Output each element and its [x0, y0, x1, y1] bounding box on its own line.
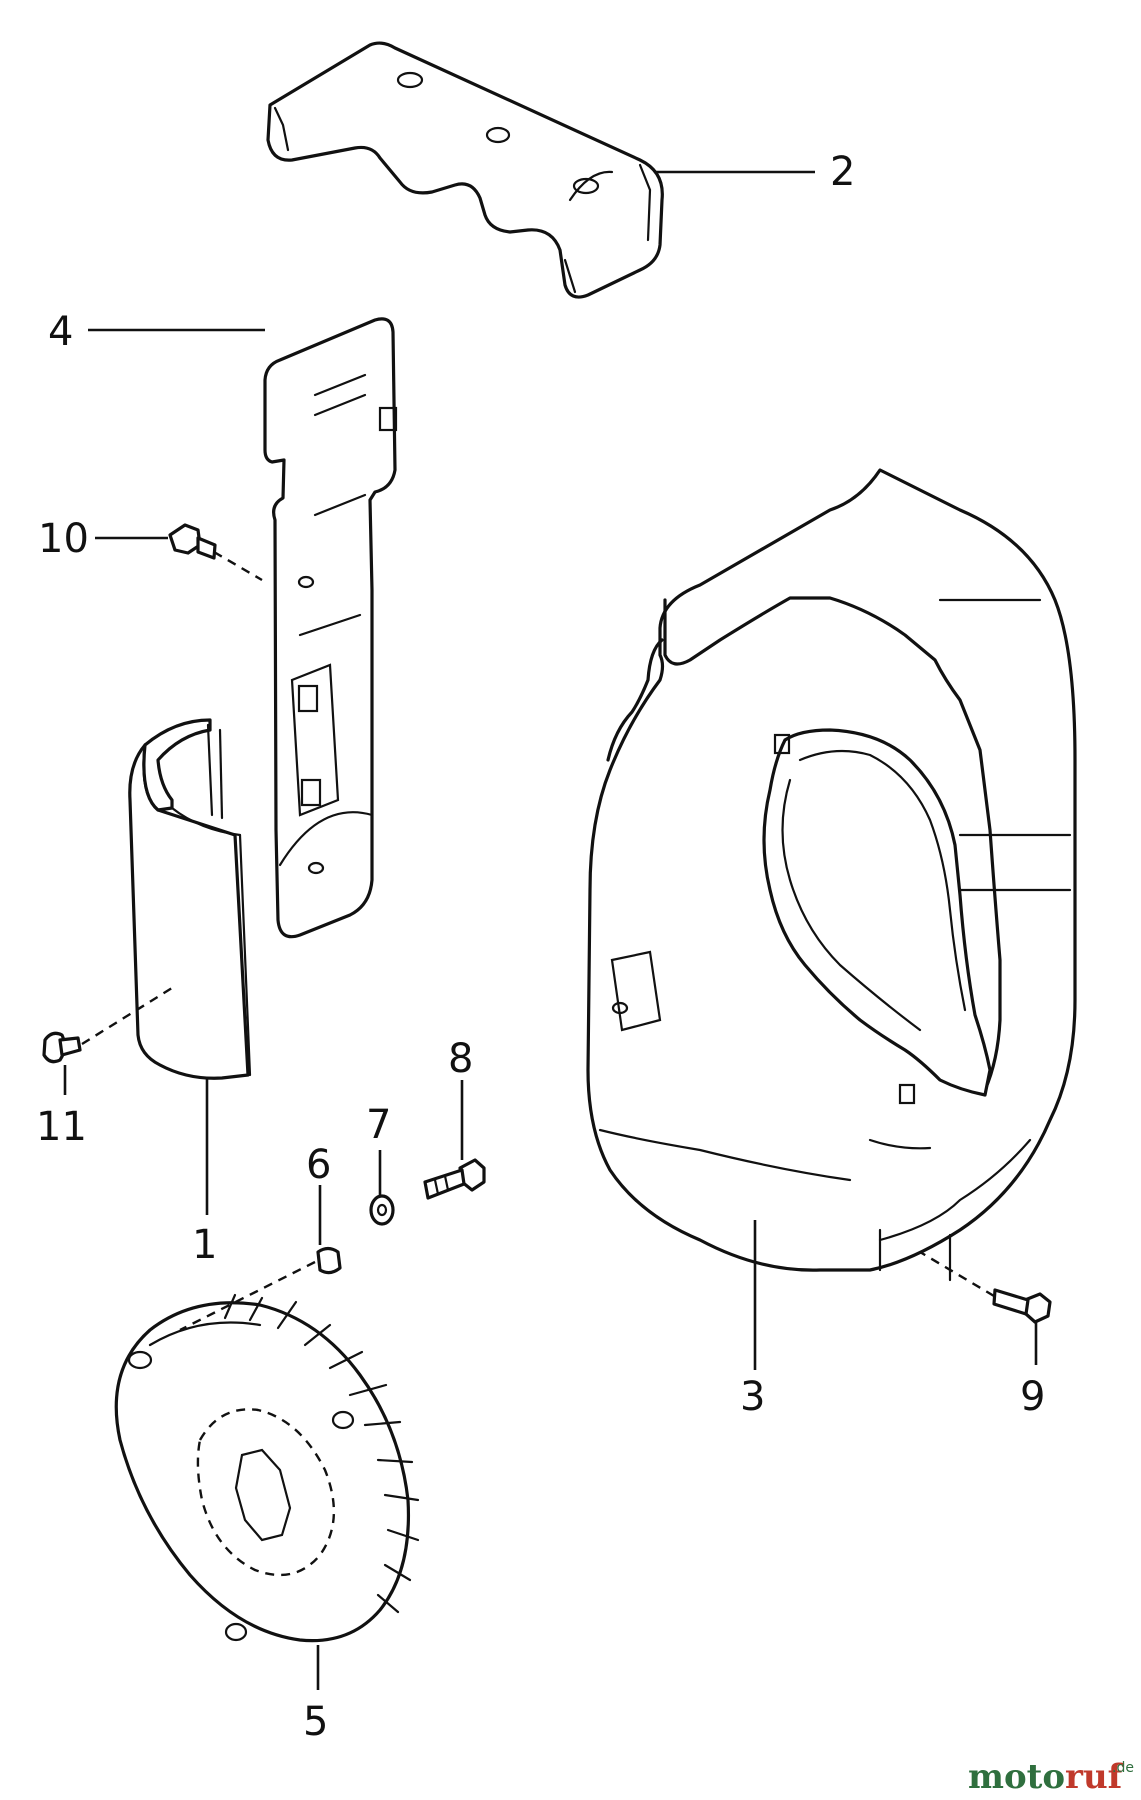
part-11-screw: [42, 986, 173, 1064]
part-7-washer: [369, 1194, 395, 1226]
part-10-bolt: [168, 523, 263, 582]
fan-fins: [223, 1293, 420, 1614]
callout-10: 10: [38, 516, 89, 562]
watermark-moto: moto: [968, 1757, 1065, 1797]
callout-3: 3: [740, 1374, 765, 1420]
part-9-screw: [919, 1250, 1052, 1324]
motoruf-watermark: motoruf .de: [968, 1757, 1134, 1797]
leader-lines: [63, 170, 1038, 1690]
callout-labels: 2 4 10 1 11 6 7 8 3 9 5: [36, 149, 1045, 1745]
part-6-nut: [179, 1246, 342, 1332]
callout-2: 2: [830, 149, 855, 195]
part-1-shield: [128, 718, 252, 1080]
callout-8: 8: [448, 1036, 473, 1082]
part-4-bracket: [263, 317, 398, 939]
callout-5: 5: [303, 1699, 328, 1745]
watermark-ruf: ruf: [1065, 1757, 1125, 1797]
part-2-top-cover: [266, 41, 664, 299]
callout-1: 1: [192, 1222, 217, 1268]
callout-11: 11: [36, 1104, 87, 1150]
watermark-suffix: .de: [1112, 1760, 1134, 1776]
part-3-fan-housing: [586, 468, 1077, 1282]
callout-6: 6: [306, 1142, 331, 1188]
callout-4: 4: [48, 309, 73, 355]
svg-text:motoruf: motoruf: [968, 1757, 1125, 1797]
callout-9: 9: [1020, 1374, 1045, 1420]
part-5-flywheel: [114, 1293, 420, 1643]
callout-7: 7: [366, 1102, 391, 1148]
part-8-bolt: [423, 1158, 486, 1200]
